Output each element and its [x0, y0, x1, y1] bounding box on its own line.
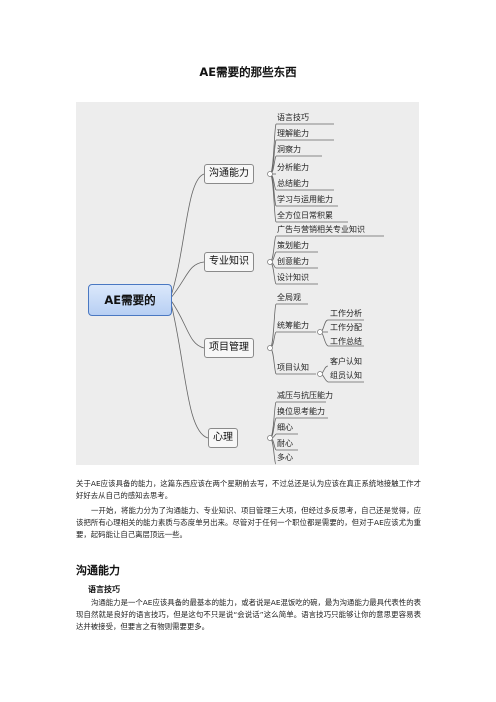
leaf-item: 学习与运用能力 [277, 195, 333, 204]
leaf-item: 耐心 [277, 439, 293, 448]
paragraph-intro: 关于AE应该具备的能力，这篇东西应该在两个星期前去写，不过总还是认为应该在真正系… [76, 479, 421, 500]
branch-expertise: 专业知识 [204, 252, 254, 272]
leaf-item: 策划能力 [277, 241, 309, 250]
leaf-item: 多心 [277, 453, 293, 462]
branch-psychology: 心理 [208, 428, 238, 448]
leaf-item: 工作总结 [330, 337, 362, 346]
leaf-item: 换位思考能力 [277, 407, 325, 416]
leaf-item: 减压与抗压能力 [277, 391, 333, 400]
mind-map-connectors [169, 123, 384, 465]
section-heading: 沟通能力 [76, 564, 120, 577]
leaf-item: 项目认知 [277, 363, 309, 372]
leaf-item: 组员认知 [330, 371, 362, 380]
leaf-item: 客户认知 [330, 357, 362, 366]
leaf-item: 分析能力 [277, 163, 309, 172]
page-title: AE需要的那些东西 [199, 65, 297, 79]
leaf-item: 语言技巧 [277, 113, 309, 122]
mind-map-root: AE需要的 [88, 284, 172, 316]
leaf-item: 设计知识 [277, 273, 309, 282]
section-body: 沟通能力是一个AE应该具备的最基本的能力，或者说是AE混饭吃的碗，最为沟通能力最… [76, 598, 421, 631]
leaf-item: 统筹能力 [277, 321, 309, 330]
leaf-item: 创意能力 [277, 257, 309, 266]
paragraph-second: 一开始，将能力分为了沟通能力、专业知识、项目管理三大项，但经过多反思考，自己还是… [76, 506, 421, 539]
subsection-heading: 语言技巧 [88, 585, 120, 594]
leaf-item: 全方位日常积累 [277, 211, 333, 220]
leaf-item: 细心 [277, 423, 293, 432]
leaf-item: 总结能力 [277, 179, 309, 188]
leaf-item: 广告与营销相关专业知识 [277, 225, 365, 234]
leaf-item: 工作分配 [330, 323, 362, 332]
branch-communication: 沟通能力 [204, 164, 254, 184]
leaf-item: 理解能力 [277, 129, 309, 138]
branch-project-management: 项目管理 [204, 338, 254, 358]
leaf-item: 洞察力 [277, 145, 301, 154]
mind-map: AE需要的 沟通能力 专业知识 项目管理 心理 语言技巧 理解能力 洞察力 分析… [76, 102, 419, 465]
leaf-item: 工作分析 [330, 309, 362, 318]
leaf-item: 全局观 [277, 293, 301, 302]
